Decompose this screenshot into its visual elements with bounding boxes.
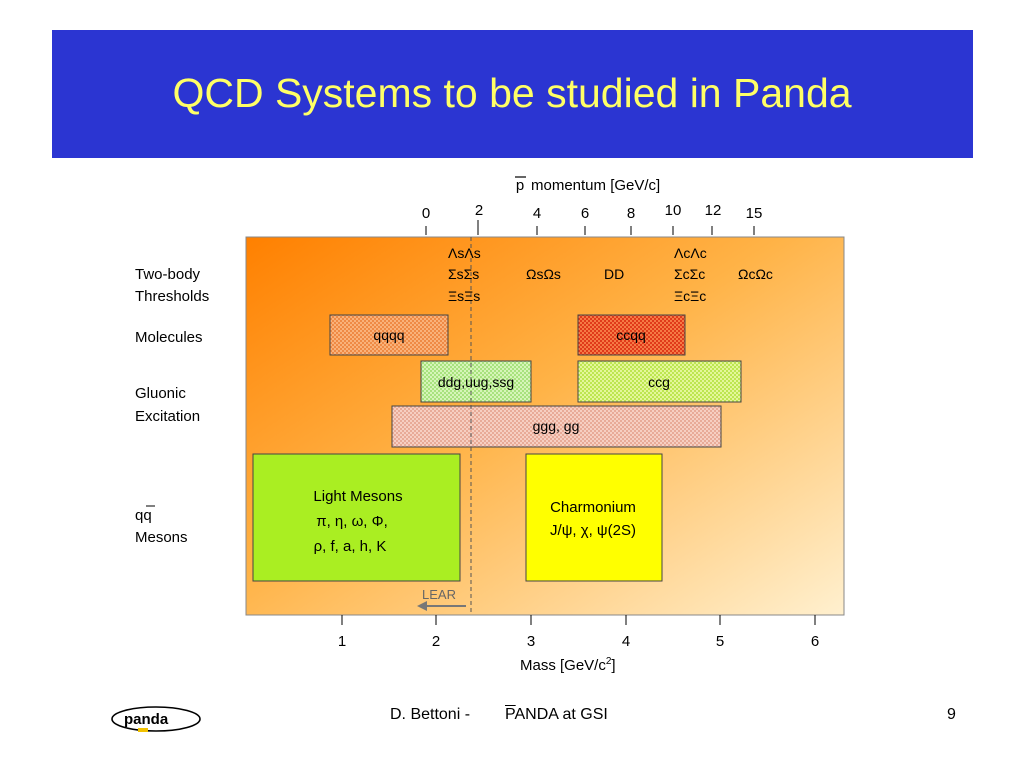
light-mesons-line1: π, η, ω, Φ,: [316, 513, 388, 530]
charmonium-title: Charmonium: [550, 499, 636, 516]
gluonic-light-box: [420, 360, 532, 403]
molecules-charm-box: [577, 314, 686, 356]
bottom-tick-label: 4: [622, 633, 630, 650]
top-axis: 0 2 4 6 8 10 12 15 p momentum [GeV/c]: [422, 176, 763, 235]
threshold-lambda-s: ΛsΛs: [448, 245, 481, 261]
top-tick-label: 15: [746, 205, 763, 222]
bottom-tick-label: 3: [527, 633, 535, 650]
molecules-light-box: [329, 314, 449, 356]
top-tick-label: 2: [475, 202, 483, 219]
bottom-tick-label: 5: [716, 633, 724, 650]
footer-author: D. Bettoni -: [390, 706, 471, 723]
slide-title: QCD Systems to be studied in Panda: [172, 70, 852, 116]
row-label-two-body: Two-body: [135, 266, 201, 283]
threshold-dd: DD: [604, 266, 624, 282]
row-label-excitation: Excitation: [135, 408, 200, 425]
top-tick-label: 0: [422, 205, 430, 222]
bottom-tick-label: 1: [338, 633, 346, 650]
panda-logo: panda: [111, 706, 201, 732]
molecules-charm-label: ccqq: [616, 327, 646, 343]
threshold-omega-c: ΩcΩc: [738, 266, 773, 282]
bottom-tick-label: 2: [432, 633, 440, 650]
title-bar: [52, 30, 973, 158]
row-label-gluonic: Gluonic: [135, 385, 186, 402]
top-tick-label: 12: [705, 202, 722, 219]
lear-arrow-head: [417, 601, 427, 611]
gluonic-light-label: ddg,uug,ssg: [438, 374, 514, 390]
threshold-sigma-c: ΣcΣc: [674, 266, 705, 282]
molecules-light-label: qqqq: [373, 327, 404, 343]
row-label-thresholds: Thresholds: [135, 288, 209, 305]
panda-logo-text: panda: [124, 711, 169, 728]
row-label-mesons: Mesons: [135, 529, 188, 546]
threshold-sigma-s: ΣsΣs: [448, 266, 479, 282]
top-tick-label: 6: [581, 205, 589, 222]
bottom-axis: 1 2 3 4 5 6 Mass [GeV/c2]: [338, 615, 819, 674]
threshold-omega-s: ΩsΩs: [526, 266, 561, 282]
threshold-xi-s: ΞsΞs: [448, 288, 480, 304]
charmonium-line1: J/ψ, χ, ψ(2S): [550, 522, 636, 539]
light-mesons-title: Light Mesons: [313, 488, 402, 505]
threshold-xi-c: ΞcΞc: [674, 288, 706, 304]
lear-label: LEAR: [422, 587, 456, 602]
top-tick-label: 4: [533, 205, 541, 222]
threshold-lambda-c: ΛcΛc: [674, 245, 707, 261]
top-tick-label: 8: [627, 205, 635, 222]
light-mesons-box: [252, 453, 461, 582]
top-tick-label: 10: [665, 202, 682, 219]
glueball-label: ggg, gg: [533, 418, 580, 434]
light-mesons-line2: ρ, f, a, h, K: [314, 538, 387, 555]
row-labels: Two-body Thresholds Molecules Gluonic Ex…: [135, 266, 209, 546]
threshold-labels: ΛsΛs ΣsΣs ΞsΞs ΩsΩs DD ΛcΛc ΣcΣc ΞcΞc Ωc…: [448, 245, 773, 304]
charmonium-box: [525, 453, 663, 582]
gluonic-charm-box: [577, 360, 742, 403]
bottom-tick-label: 6: [811, 633, 819, 650]
row-label-qq: qq: [135, 507, 152, 524]
gluonic-charm-label: ccg: [648, 374, 670, 390]
page-number: 9: [947, 706, 956, 723]
top-axis-label-p: p: [516, 177, 524, 194]
top-axis-label: momentum [GeV/c]: [531, 177, 660, 194]
glueball-box: [391, 405, 722, 448]
footer-topic: PANDA at GSI: [505, 706, 608, 723]
bottom-axis-label: Mass [GeV/c2]: [520, 656, 616, 674]
row-label-molecules: Molecules: [135, 329, 203, 346]
qcd-systems-diagram: 0 2 4 6 8 10 12 15 p momentum [GeV/c] LE…: [135, 176, 845, 674]
